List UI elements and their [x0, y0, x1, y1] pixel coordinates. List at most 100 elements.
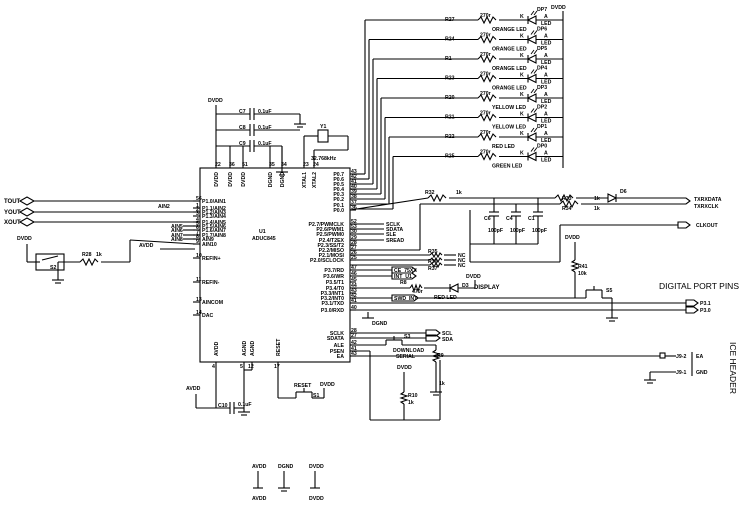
r34-ref: R34 — [562, 206, 572, 212]
chip-right-pin-name: P3.6/WR — [323, 274, 344, 280]
chip-left-pin-num: 13 — [196, 297, 202, 303]
sread-label: SREAD — [386, 238, 404, 244]
p30-label: P3.0 — [700, 308, 711, 314]
led-light-ray — [533, 127, 538, 133]
s2-rail-label: DVDD — [17, 236, 32, 242]
led-resistor-value: 270r — [480, 72, 491, 78]
led-led-label: LED — [541, 99, 552, 105]
sda-label: SDA — [442, 337, 453, 343]
crystal-body — [317, 129, 329, 143]
chip-right-pin-name: P2.6/PWM1 — [316, 227, 344, 233]
led-light-ray — [533, 69, 538, 74]
c4-ref: C4 — [506, 216, 513, 222]
chip-right-pin-name: P3.4/T0 — [326, 286, 344, 292]
led-resistor-value: 270r — [480, 150, 491, 156]
chip-right-pin-name: P3.3/INT1 — [321, 291, 344, 297]
clkout-label: CLKOUT — [696, 223, 718, 229]
led-light-ray — [530, 10, 535, 16]
chip-left-pin-name: DAC — [202, 313, 213, 319]
led-rail-label: DVDD — [551, 5, 566, 11]
chip-left-pin-name: P1.5/AIN6 — [202, 224, 226, 230]
sle-label: SLE — [386, 232, 397, 238]
led-pin-a: A — [544, 92, 548, 98]
ain7-net-label: AIN7 — [171, 233, 183, 239]
chip-top-pin-num: 22 — [215, 162, 221, 168]
chip-left-pin-num: 10 — [196, 253, 202, 259]
led-light-ray — [530, 127, 535, 133]
r41-ref: R41 — [578, 264, 588, 270]
serial-block: SCL SDA S3 DOWNLOAD SERIAL R9 1k DVDD R1… — [350, 329, 666, 421]
led-resistor-ref: R20 — [445, 95, 455, 101]
r10-rail-label: DVDD — [397, 365, 412, 371]
decoupling-caps-top: DVDD C7 0.1uF C8 0.1uF C9 0.1uF — [208, 98, 306, 176]
chip-left-pin-name: REFIN+ — [202, 256, 221, 262]
chip-right-pin-name: EA — [337, 354, 344, 360]
led-resistor-value: 270r — [480, 13, 491, 19]
chip-top-pin-lines — [215, 146, 283, 168]
led-resistor — [477, 132, 497, 142]
led-pin-k: K — [520, 151, 524, 157]
led-pin-k: K — [520, 92, 524, 98]
chip-right-pin-num: 43 — [351, 169, 357, 175]
download-label: DOWNLOAD — [393, 348, 424, 354]
chip-right-pin-name: P3.0/RXD — [321, 308, 344, 314]
yout-connector: YOUT — [4, 207, 195, 217]
chip-right-pin-num: 46 — [351, 271, 357, 277]
ain8-net-label: AIN8 — [171, 237, 183, 243]
gnd-label: GND — [696, 370, 708, 376]
chip-right-pin-num: 25 — [351, 255, 357, 261]
led-light-ray — [533, 49, 538, 55]
chip-right-pin-num: 41 — [351, 179, 357, 185]
chip-left-pin-num: 14 — [196, 310, 202, 316]
r35-ref: R35 — [428, 249, 438, 255]
led-diode — [526, 93, 537, 103]
nc-label-2: NC — [458, 258, 466, 264]
tout-label: TOUT — [4, 199, 21, 205]
chip-right-pin-name: P3.2/INT0 — [321, 296, 344, 302]
led-diode — [526, 112, 537, 123]
analog-input-connectors: TOUT YOUT XOUT AIN2 — [4, 196, 195, 227]
chip-right-pin-num: 47 — [351, 265, 357, 271]
chip-top-pin-name: DVDD — [214, 172, 220, 187]
chip-left-pin-num: 7 — [196, 230, 199, 236]
chip-top-pin-name: XTAL2 — [312, 172, 318, 188]
chip-left-pin-name: AIN10 — [202, 242, 217, 248]
led-resistor-value: 270r — [480, 52, 491, 58]
chip-right-pin-name: P3.5/T1 — [326, 280, 344, 286]
ain5-net-label: AIN5 — [171, 224, 183, 230]
chip-right-pin-name: SDATA — [327, 336, 344, 342]
led-ref: DP6 — [537, 27, 547, 33]
chip-right-pin-name: P0.6 — [333, 177, 344, 183]
r33-ref: R33 — [562, 196, 572, 202]
chip-top-pin-name: DGND — [280, 172, 286, 188]
led-light-ray — [533, 30, 538, 35]
reset-label: RESET — [294, 383, 312, 389]
yout-label: YOUT — [4, 210, 21, 216]
chip-right-pin-name: P0.1 — [333, 203, 344, 209]
led-light-ray — [530, 108, 535, 113]
led-resistor — [477, 152, 497, 161]
avdd-net-label: AVDD — [139, 243, 154, 249]
chip-right-pin-name: P0.5 — [333, 182, 344, 188]
chip-left-pin-num: 6 — [196, 225, 199, 231]
led-diode — [526, 34, 537, 45]
r9-value: 1k — [439, 381, 445, 387]
chip-right-pin-num: 42 — [351, 340, 357, 346]
chip-ref: U1 — [259, 229, 266, 235]
ain2-net-label: AIN2 — [158, 204, 170, 210]
r35-resistor — [429, 251, 443, 259]
led-diode — [526, 54, 537, 64]
chip-right-pin-num: 27 — [351, 333, 357, 339]
chip-left-pin-num: 1 — [196, 203, 199, 209]
c10-ref: C10 — [218, 403, 228, 409]
chip-left-pin-name: REFIN- — [202, 280, 220, 286]
led-resistor-ref: R21 — [445, 115, 455, 121]
chip-left-pin-num: 8 — [196, 234, 199, 240]
chip-left-pin-num: 9 — [196, 239, 199, 245]
r36-ref: R36 — [428, 259, 438, 265]
r33-resistor — [554, 193, 574, 203]
led-pin-a: A — [544, 151, 548, 157]
chip-right-pin-name: P0.4 — [333, 187, 344, 193]
xout-label: XOUT — [4, 220, 21, 226]
